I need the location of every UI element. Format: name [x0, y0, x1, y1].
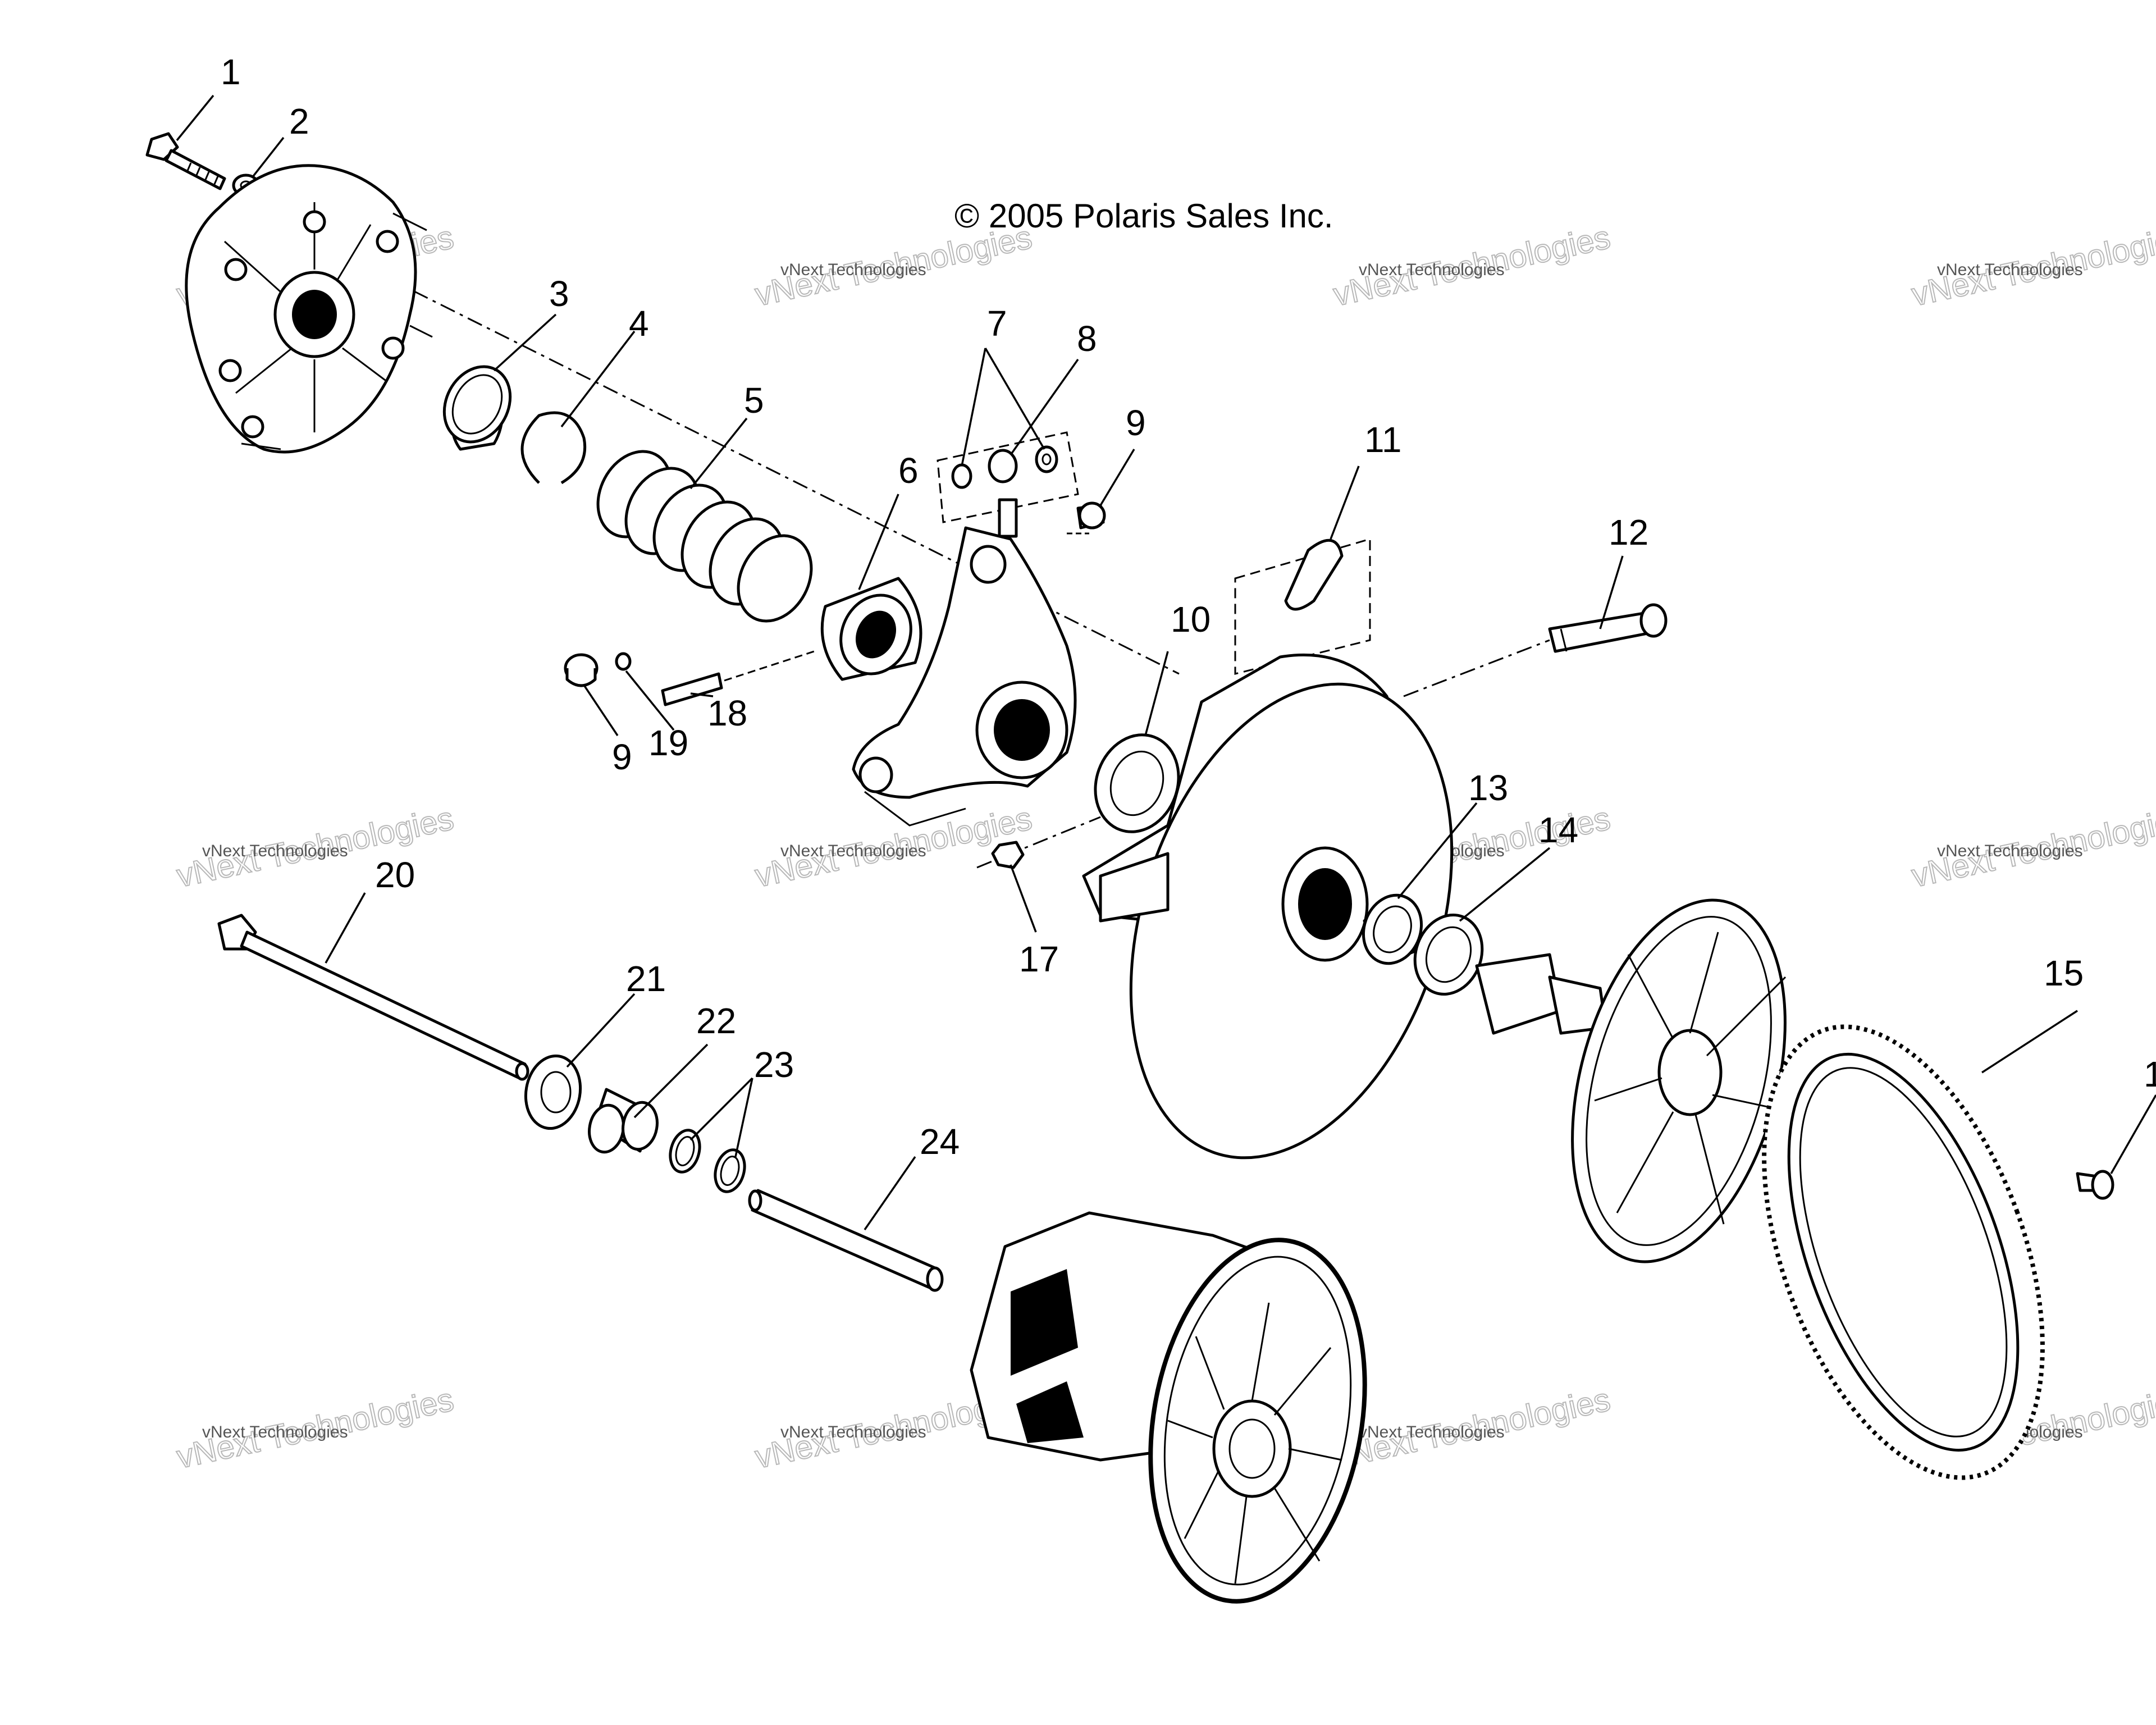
- callout-1: 1: [221, 52, 241, 92]
- callout-20: 20: [375, 855, 415, 895]
- watermark-line1: vNext Technologies: [780, 261, 926, 279]
- part-9-plug-upper: [1067, 501, 1106, 535]
- part-22-bushing: [588, 1088, 659, 1154]
- part-14-seal: [1413, 913, 1484, 996]
- part-15-ring-gear: [1762, 1024, 2045, 1480]
- watermark-line1: vNext Technologies: [1937, 842, 2083, 860]
- roller-arm: [852, 498, 1077, 827]
- part-13-bushing: [1362, 893, 1423, 965]
- moveable-sheave: [1082, 653, 1454, 1160]
- callout-14: 14: [1538, 810, 1578, 850]
- part-18-pin: [661, 672, 723, 706]
- part-9-plug-lower: [564, 653, 599, 687]
- watermark-line1: vNext Technologies: [780, 1423, 926, 1441]
- callout-9-upper: 9: [1126, 403, 1146, 443]
- callout-7: 7: [987, 303, 1007, 344]
- callout-10: 10: [1171, 599, 1211, 640]
- callout-5: 5: [744, 380, 764, 421]
- part-21-spline-washer: [524, 1054, 582, 1130]
- part-1-bolt: [145, 132, 226, 190]
- callout-24: 24: [920, 1121, 960, 1162]
- bolt12-axis-line: [1403, 639, 1550, 697]
- watermark-line1: vNext Technologies: [1937, 261, 2083, 279]
- part-12-pin: [1548, 603, 1668, 653]
- callout-19: 19: [648, 723, 688, 763]
- callout-9-lower: 9: [612, 737, 632, 777]
- callout-15: 15: [2044, 953, 2084, 993]
- callout-11: 11: [1364, 419, 1401, 460]
- callout-4: 4: [629, 303, 649, 344]
- leader-lines: [176, 94, 2156, 1230]
- callout-23: 23: [754, 1044, 794, 1085]
- callout-18: 18: [707, 693, 747, 733]
- callout-16-partial: 1: [2144, 1054, 2156, 1094]
- watermark-line1: vNext Technologies: [780, 842, 926, 860]
- part-16-screw: [2076, 1170, 2114, 1200]
- callout-3: 3: [549, 273, 569, 314]
- assembled-clutch: [970, 1211, 1367, 1604]
- part-17-nut: [991, 841, 1025, 869]
- fixed-sheave: [1475, 898, 1792, 1263]
- part-3-bushing: [442, 365, 512, 451]
- part-4-snap-ring: [520, 411, 587, 485]
- part-20-long-bolt: [217, 914, 529, 1081]
- watermark-line1: vNext Technologies: [1359, 261, 1505, 279]
- callout-13: 13: [1468, 768, 1508, 808]
- callout-17: 17: [1019, 939, 1059, 979]
- clutch-cover: [185, 164, 433, 454]
- part-24-sleeve: [748, 1189, 944, 1292]
- part-7-8-hardware: [937, 431, 1079, 523]
- callout-2: 2: [289, 101, 309, 142]
- watermark-line1: vNext Technologies: [202, 842, 348, 860]
- watermark-line1: vNext Technologies: [1359, 1423, 1505, 1441]
- callout-12: 12: [1609, 512, 1648, 553]
- callout-numbers: 1 2 3 4 5 6 7 8 9 10 11 12 13 14 15 1 17…: [221, 52, 2156, 1162]
- pin-axis-line: [724, 650, 815, 682]
- callout-21: 21: [626, 959, 666, 999]
- part-6-roller: [820, 577, 922, 681]
- callout-6: 6: [898, 450, 919, 491]
- part-23-o-rings: [669, 1129, 746, 1193]
- part-5-spring: [596, 450, 813, 623]
- part-19-washer: [615, 652, 632, 671]
- watermark-line1: vNext Technologies: [202, 1423, 348, 1441]
- callout-8: 8: [1077, 318, 1097, 359]
- copyright-text: © 2005 Polaris Sales Inc.: [954, 197, 1333, 235]
- callout-22: 22: [696, 1001, 736, 1041]
